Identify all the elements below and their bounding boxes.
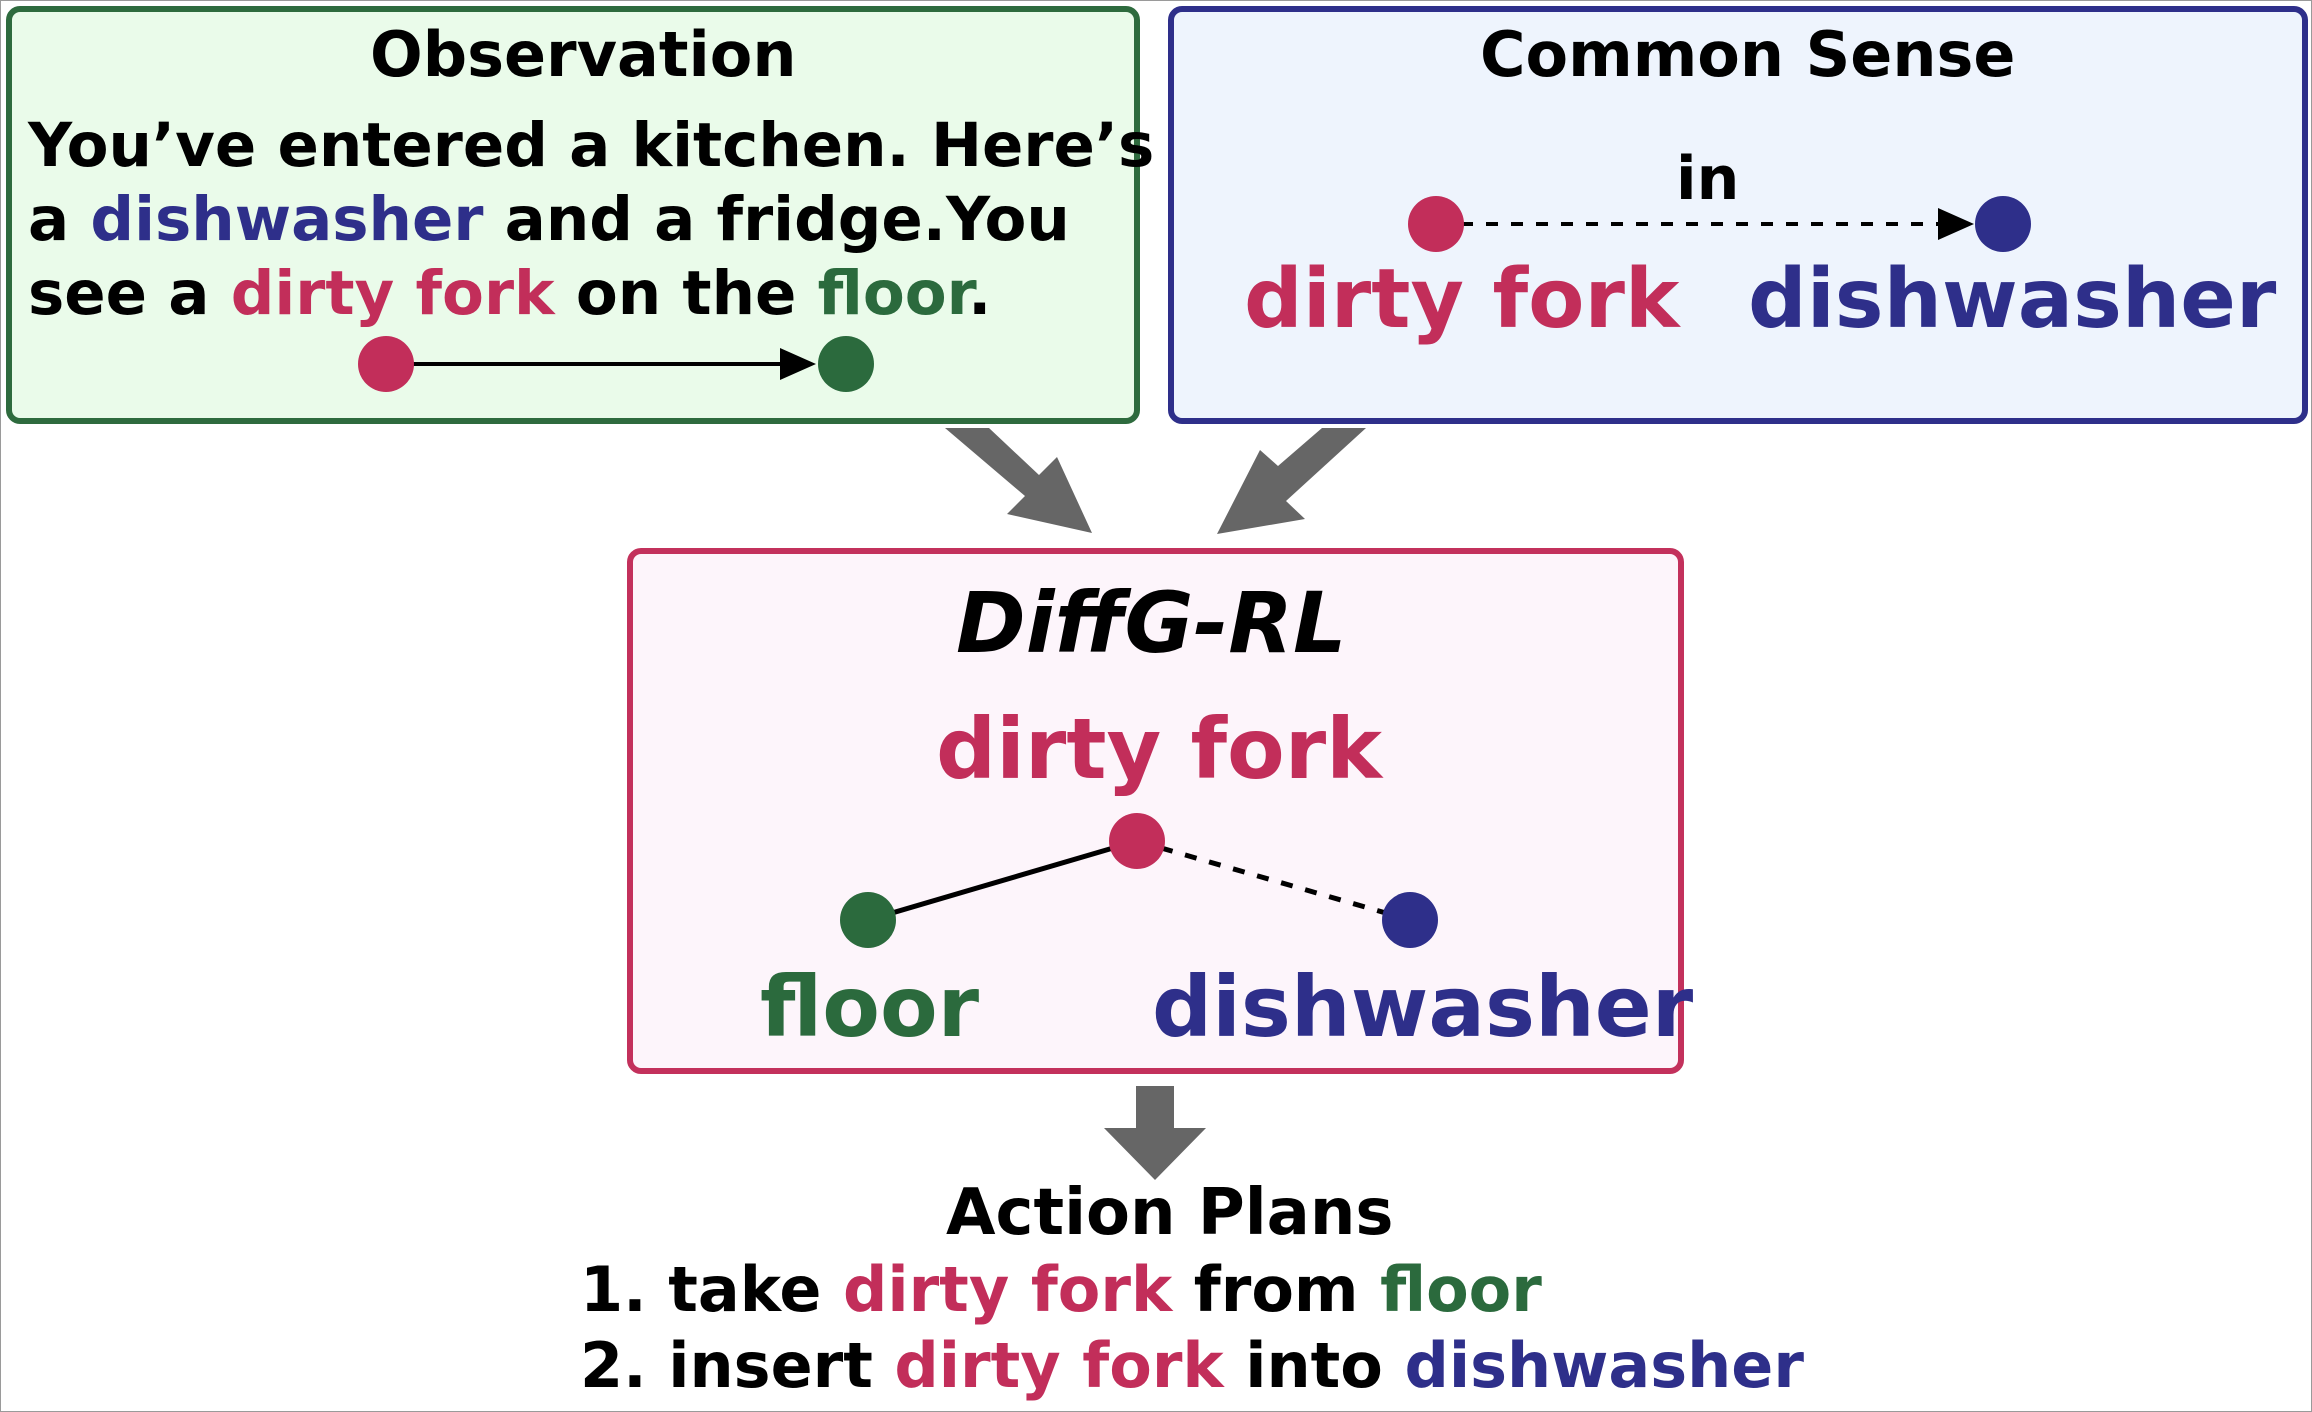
common-sense-edge-arrowhead — [1938, 208, 1974, 240]
plan-location: dishwasher — [1404, 1329, 1804, 1402]
observation-edge-arrowhead — [780, 348, 816, 380]
observation-node-dirty-fork — [358, 336, 414, 392]
observation-panel — [6, 6, 1140, 424]
common-sense-dirty-fork-label: dirty fork — [1244, 252, 1680, 347]
common-sense-dishwasher-label: dishwasher — [1748, 252, 2277, 347]
action-plan-1: 1. take dirty fork from floor — [580, 1252, 1542, 1328]
observation-text-line-1: You’ve entered a kitchen. Here’s — [28, 108, 1154, 184]
diffg-dishwasher-label: dishwasher — [1152, 958, 1694, 1056]
observation-title: Observation — [370, 18, 797, 91]
diffg-node-floor — [840, 892, 896, 948]
common-sense-panel — [1168, 6, 2308, 424]
diffg-edge-dishwasher — [1136, 838, 1411, 923]
plan-object: dirty fork — [894, 1329, 1224, 1402]
action-plans-title: Action Plans — [946, 1176, 1394, 1250]
plan-object: dirty fork — [842, 1253, 1173, 1326]
relation-in-label: in — [1676, 144, 1740, 214]
observation-text: a — [28, 184, 91, 255]
plan-location: floor — [1380, 1253, 1542, 1326]
observation-floor-word: floor — [817, 258, 969, 329]
plan-text: 2. insert — [580, 1329, 895, 1402]
plan-text: into — [1223, 1329, 1405, 1402]
observation-text: . — [968, 258, 992, 329]
common-sense-title: Common Sense — [1480, 18, 2016, 91]
observation-text: You’ve entered a kitchen. Here’s — [28, 110, 1155, 181]
diffg-node-dirty-fork — [1109, 813, 1165, 869]
diffg-dirty-fork-label: dirty fork — [936, 700, 1383, 798]
diffg-edge-floor — [867, 838, 1138, 923]
common-sense-node-dishwasher — [1975, 196, 2031, 252]
diffg-node-dishwasher — [1382, 892, 1438, 948]
arrow-observation-to-diffg — [945, 428, 1092, 533]
arrow-commonsense-to-diffg — [1217, 428, 1366, 534]
action-plan-2: 2. insert dirty fork into dishwasher — [580, 1328, 1804, 1404]
observation-text: and a fridge.You — [483, 184, 1070, 255]
observation-text: on the — [554, 258, 818, 329]
observation-text-line-3: see a dirty fork on the floor. — [28, 256, 991, 332]
diffg-floor-label: floor — [760, 958, 980, 1056]
common-sense-node-dirty-fork — [1408, 196, 1464, 252]
observation-dirty-fork-word: dirty fork — [230, 258, 555, 329]
plan-text: from — [1172, 1253, 1381, 1326]
observation-node-floor — [818, 336, 874, 392]
diffg-rl-title: DiffG-RL — [956, 574, 1347, 672]
observation-text: see a — [28, 258, 231, 329]
observation-text-line-2: a dishwasher and a fridge.You — [28, 182, 1070, 258]
observation-dishwasher-word: dishwasher — [90, 184, 484, 255]
diffg-rl-panel — [627, 548, 1684, 1074]
plan-text: 1. take — [580, 1253, 843, 1326]
arrow-diffg-to-actions — [1104, 1086, 1206, 1180]
